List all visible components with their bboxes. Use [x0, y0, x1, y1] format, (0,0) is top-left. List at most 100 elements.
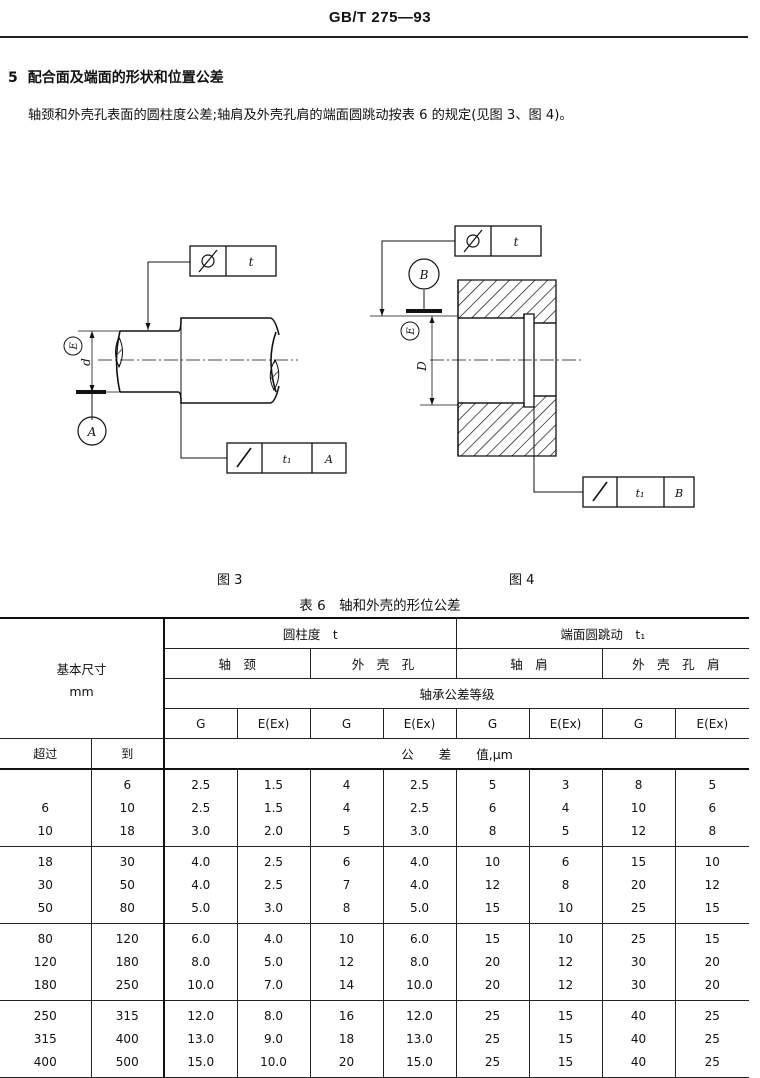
table-cell-value: 5	[708, 778, 717, 792]
table-caption: 表 6 轴和外壳的形位公差	[299, 598, 461, 614]
table-cell-value: 2.5	[191, 778, 211, 792]
table-cell-value: 40	[630, 1009, 647, 1023]
table-cell-value: 20	[704, 955, 720, 969]
table-cell-value: 13.0	[187, 1032, 215, 1046]
table-cell-value: 4	[561, 801, 570, 815]
table-cell-value: 10	[557, 901, 574, 915]
table-cell-value: 4.0	[191, 855, 211, 869]
table-cell-value: 15	[557, 1032, 574, 1046]
table-cell-value: 25	[704, 1032, 720, 1046]
fig4-frame-top-value: t	[514, 235, 519, 249]
table-cell-value: 15	[704, 932, 720, 946]
over-header: 超过	[0, 738, 92, 770]
section-paragraph: 轴颈和外壳孔表面的圆柱度公差;轴肩及外壳孔肩的端面圆跳动按表 6 的规定(见图 …	[28, 108, 573, 123]
table-cell-value: 30	[630, 955, 647, 969]
standard-number: GB/T 275—93	[328, 9, 432, 26]
table-cell-value: 4.0	[409, 855, 430, 869]
basic-size-unit: mm	[69, 683, 94, 699]
grade-header: G	[601, 708, 676, 739]
table-cell-value: 315	[33, 1032, 57, 1046]
grade-header: E(Ex)	[382, 708, 457, 739]
table-cell-value: 6.0	[409, 932, 430, 946]
section-number: 5	[8, 70, 18, 86]
table-cell-value: 6.0	[191, 932, 211, 946]
table-cell-value: 20	[704, 978, 720, 992]
fig3-frame-top-value: t	[249, 255, 254, 269]
fig3-datum-label: A	[87, 425, 97, 439]
table-cell-value: 20	[630, 878, 647, 892]
table-cell-value: 2.5	[191, 801, 211, 815]
header-rule	[0, 36, 748, 38]
table-cell-value: 12	[557, 955, 574, 969]
table-cell-value: 80	[119, 901, 135, 915]
table-cell-value: 40	[630, 1055, 647, 1069]
table-cell-value: 120	[115, 932, 139, 946]
grade-header: E(Ex)	[674, 708, 750, 739]
table-cell-value: 120	[33, 955, 57, 969]
table-cell-value: 15	[557, 1009, 574, 1023]
figure-4-caption: 图 4	[509, 573, 535, 588]
fig3-frame-bottom-datum: A	[324, 453, 333, 466]
tolerance-column: 2.5 2.5 3.0	[163, 768, 238, 847]
table-cell-value: 12	[704, 878, 720, 892]
table-cell-value: 8	[488, 824, 497, 838]
shaft-shoulder-header: 轴 肩	[455, 648, 603, 679]
table-cell-value: 400	[115, 1032, 139, 1046]
table-cell-value: 5.0	[263, 955, 284, 969]
table-cell-value: 3.0	[263, 901, 284, 915]
table-cell-value: 10.0	[187, 978, 215, 992]
table-cell-value: 10	[119, 801, 135, 815]
table-cell-value: 6	[708, 801, 717, 815]
table-cell-value: 8	[561, 878, 570, 892]
table-cell-value: 8.0	[409, 955, 430, 969]
table-cell-value: 25	[630, 932, 647, 946]
table-cell-value: 15.0	[406, 1055, 433, 1069]
to-header: 到	[90, 738, 166, 770]
table-cell-value: 8.0	[263, 1009, 284, 1023]
table-cell-value: 15	[484, 901, 501, 915]
table-cell-value: 315	[115, 1009, 139, 1023]
table-cell-value: 8	[634, 778, 643, 792]
table-cell-value: 2.5	[263, 878, 284, 892]
table-cell-value: 6	[342, 855, 351, 869]
table-cell-value: 10	[338, 932, 355, 946]
table-cell-value: 16	[338, 1009, 355, 1023]
table-cell-value: 25	[484, 1009, 501, 1023]
table-cell-value: 5	[342, 824, 351, 838]
table-cell-value: 13.0	[406, 1032, 433, 1046]
table-cell-value: 10	[557, 932, 574, 946]
fig4-datum-label: B	[419, 268, 429, 282]
table-cell-value: 1.5	[263, 801, 284, 815]
tolerance-table: 基本尺寸 mm 圆柱度 t 端面圆跳动 t₁ 轴 颈 外 壳 孔 轴 肩 外 壳…	[0, 617, 750, 1078]
table-cell-value: 4	[342, 801, 351, 815]
table-cell-value: 15	[630, 855, 647, 869]
table-cell-value: 3.0	[191, 824, 211, 838]
table-cell-value: 25	[704, 1009, 720, 1023]
table-cell-value: 20	[484, 955, 501, 969]
table-cell-value: 18	[119, 824, 135, 838]
tolerance-column: 15 20 20	[674, 923, 750, 1001]
table-cell-value: 10	[484, 855, 501, 869]
